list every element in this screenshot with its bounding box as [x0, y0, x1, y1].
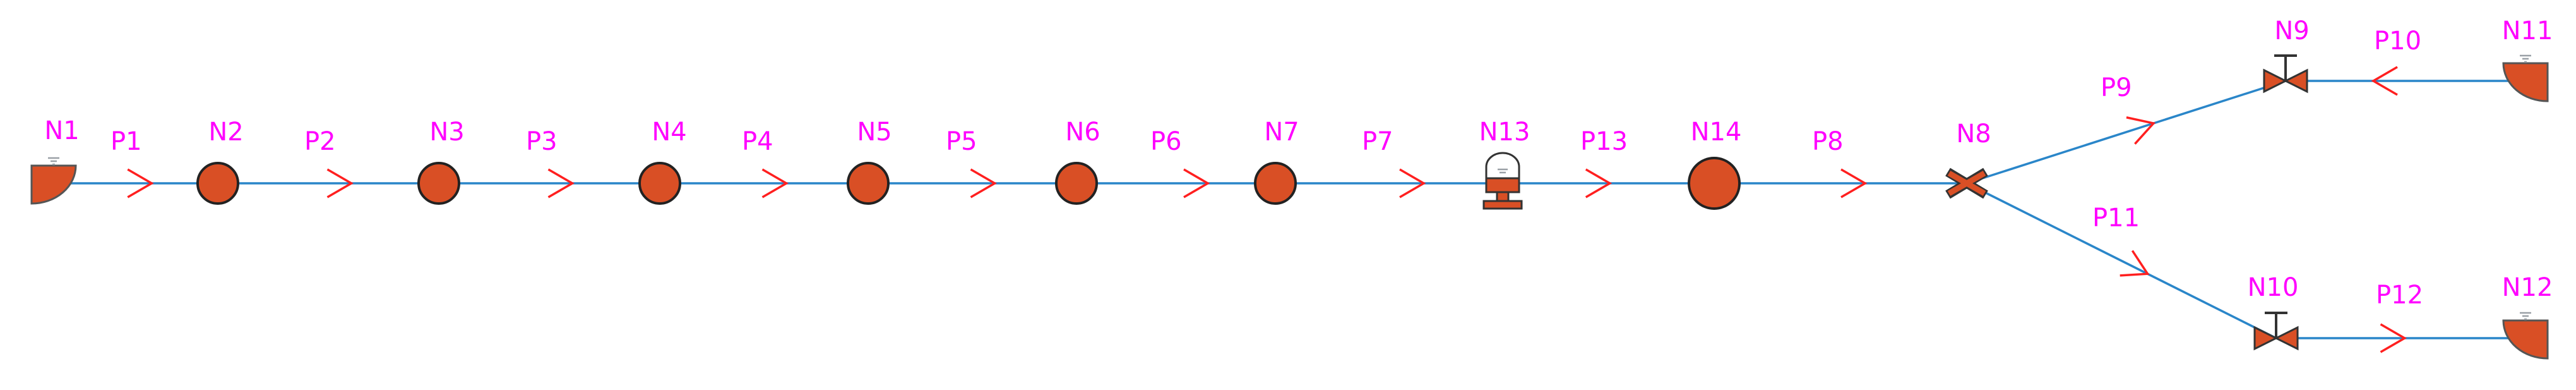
- pipe-label-p9: P9: [2101, 73, 2132, 102]
- pipe-label-p11: P11: [2092, 204, 2140, 233]
- pipe-label-p12: P12: [2376, 281, 2423, 310]
- pipe-label-p7: P7: [1362, 127, 1393, 156]
- node-label-n5: N5: [857, 118, 891, 147]
- pipe-label-p5: P5: [946, 127, 977, 156]
- pipe-label-p6: P6: [1150, 127, 1182, 156]
- node-label-n14: N14: [1691, 118, 1742, 147]
- flow-arrow-p5: [970, 168, 997, 198]
- node-label-n4: N4: [652, 118, 686, 147]
- node-n7-junction-icon: [1254, 162, 1297, 205]
- node-n5-junction-icon: [847, 162, 890, 205]
- node-n12-reservoir-right-icon: [2502, 312, 2549, 360]
- pipe-label-p13: P13: [1580, 127, 1628, 156]
- node-label-n11: N11: [2502, 16, 2553, 46]
- node-label-n3: N3: [429, 118, 464, 147]
- node-n9-valve-icon: [2263, 54, 2308, 94]
- node-n1-reservoir-left-icon: [30, 157, 77, 205]
- node-label-n8: N8: [1956, 119, 1991, 149]
- flow-arrow-p9: [2126, 116, 2156, 145]
- pipe-label-p3: P3: [526, 127, 558, 156]
- node-n11-reservoir-right-icon: [2502, 54, 2549, 102]
- flow-arrow-p6: [1183, 168, 1210, 198]
- flow-arrow-p3: [547, 168, 575, 198]
- node-n10-valve-icon: [2253, 312, 2299, 351]
- flow-arrow-p8: [1840, 168, 1868, 198]
- pipe-label-p4: P4: [742, 127, 773, 156]
- flow-arrow-p2: [326, 168, 354, 198]
- node-label-n2: N2: [208, 118, 243, 147]
- node-label-n9: N9: [2274, 16, 2309, 46]
- pipe-p9: [1966, 80, 2286, 185]
- flow-arrows-layer: [127, 66, 2407, 353]
- flow-arrow-p1: [127, 168, 154, 198]
- pipe-label-p2: P2: [304, 127, 336, 156]
- node-label-n6: N6: [1065, 118, 1100, 147]
- flow-arrow-p12: [2380, 323, 2407, 353]
- node-n3-junction-icon: [417, 162, 460, 205]
- node-n14-junction-large-icon: [1688, 157, 1741, 210]
- node-n6-junction-icon: [1055, 162, 1098, 205]
- flow-arrow-p10: [2371, 66, 2398, 96]
- pipe-label-p8: P8: [1812, 127, 1844, 156]
- nodes-layer: [30, 54, 2549, 360]
- flow-arrow-p13: [1585, 168, 1613, 198]
- node-n13-surge-tank-icon: [1482, 152, 1523, 210]
- node-n2-junction-icon: [196, 162, 239, 205]
- node-label-n1: N1: [44, 116, 79, 145]
- node-n4-junction-icon: [638, 162, 681, 205]
- node-label-n12: N12: [2502, 273, 2553, 302]
- node-label-n10: N10: [2248, 273, 2299, 302]
- flow-arrow-p4: [761, 168, 789, 198]
- flow-arrow-p7: [1399, 168, 1426, 198]
- flow-arrow-p11: [2120, 250, 2150, 277]
- pipe-label-p10: P10: [2374, 27, 2421, 56]
- pipe-p11: [1966, 182, 2277, 339]
- node-n8-cross-icon: [1945, 168, 1988, 199]
- node-label-n7: N7: [1264, 118, 1299, 147]
- pipe-label-p1: P1: [110, 127, 142, 156]
- node-label-n13: N13: [1479, 118, 1530, 147]
